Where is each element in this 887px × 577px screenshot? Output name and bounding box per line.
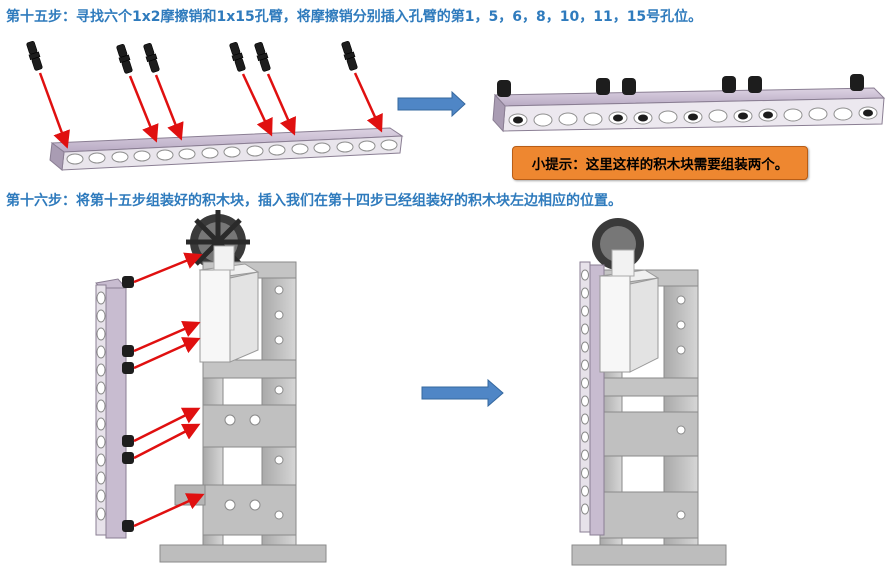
insertion-arrows-step16 bbox=[133, 252, 205, 528]
tip-callout: 小提示：这里这样的积木块需要组装两个。 bbox=[512, 146, 808, 180]
assembly-frame-right bbox=[571, 218, 727, 566]
step16-instruction: 第十六步：将第十五步组装好的积木块，插入我们在第十四步已经组装好的积木块左边相应… bbox=[6, 193, 622, 209]
assembly-frame-left bbox=[159, 210, 327, 563]
right-arrow-icon bbox=[397, 90, 466, 118]
insertion-arrows-step15 bbox=[38, 72, 383, 149]
beam-1x15-icon bbox=[49, 127, 404, 171]
step15-instruction: 第十五步：寻找六个1x2摩擦销和1x15孔臂，将摩擦销分别插入孔臂的第1，5，6… bbox=[6, 9, 703, 25]
friction-pin-icon bbox=[26, 40, 358, 74]
right-arrow-icon bbox=[421, 378, 504, 408]
beam-1x15-assembled-icon bbox=[492, 74, 886, 133]
beam-1x15-vertical-icon bbox=[95, 276, 134, 539]
